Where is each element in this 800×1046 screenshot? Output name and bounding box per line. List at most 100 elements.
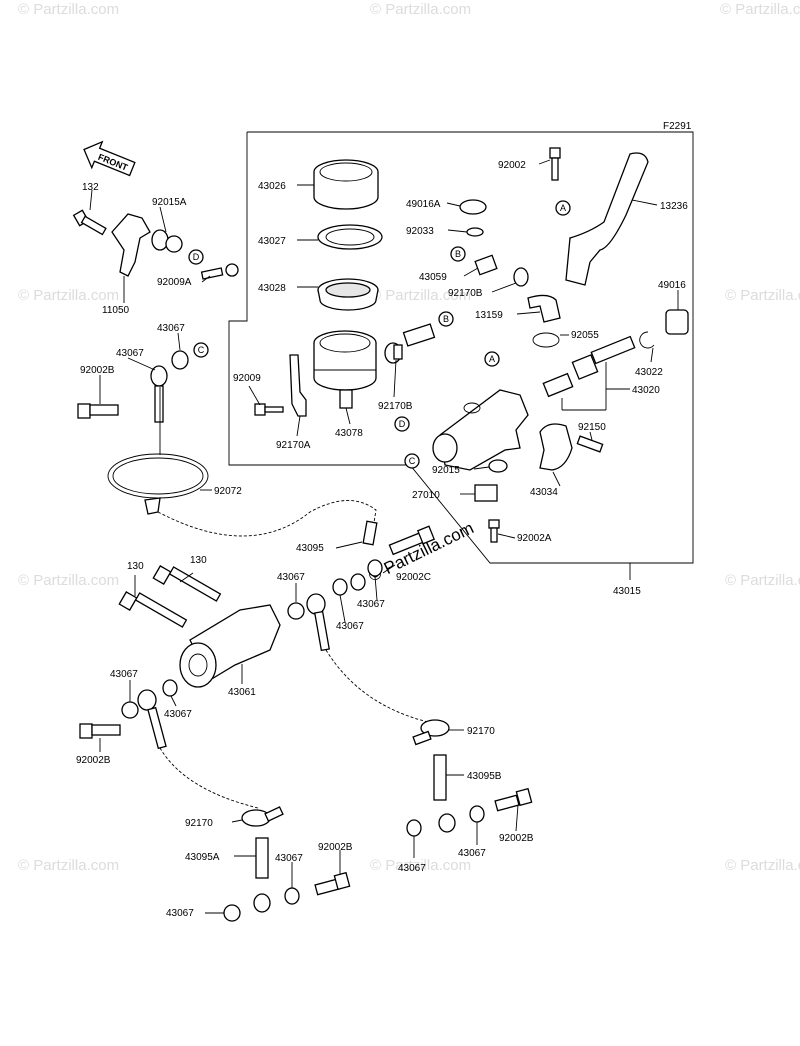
part-label: 43067 [277, 572, 305, 583]
callout-label-a: A [489, 354, 495, 364]
part-label: 43067 [458, 848, 486, 859]
watermark-text: © Partzilla.com [370, 287, 471, 304]
hose-end-43095 [362, 520, 378, 546]
part-label: 92002B [76, 755, 111, 766]
part-label: 92009A [157, 277, 192, 288]
part-label: 92002B [318, 842, 353, 853]
part-label: 130 [127, 561, 144, 572]
banjo-washers-top-left [150, 350, 189, 423]
callout-circle-b [438, 311, 454, 327]
hose-43059 [474, 254, 498, 276]
banjo-fitting [253, 893, 271, 913]
callout-circle-b [450, 246, 466, 262]
part-label: 43067 [398, 863, 426, 874]
hose [402, 323, 436, 347]
hose-fitting [314, 610, 330, 652]
part-label: 43061 [228, 687, 256, 698]
part-label: 43095 [296, 543, 324, 554]
washer [284, 887, 300, 905]
banjo-bolt-lower-right [494, 787, 533, 812]
washer [332, 578, 348, 596]
part-label: 43067 [275, 853, 303, 864]
watermark-text: © Partzilla.com [18, 572, 119, 589]
diaphragm [317, 278, 379, 311]
part-label: 132 [82, 182, 99, 193]
part-label: 43028 [258, 283, 286, 294]
part-label: 43067 [164, 709, 192, 720]
callouts: A A B B C C D D [188, 200, 571, 469]
banjo-bolt-92002B [77, 403, 119, 419]
banjo-bolt-lower-left [314, 871, 351, 896]
reservoir-plate [317, 224, 383, 250]
banjo-bolt-left-lower [79, 723, 121, 739]
callout-circle-c [193, 342, 209, 358]
reservoir-body [313, 330, 377, 409]
brake-switch [474, 484, 498, 502]
brake-lever [569, 152, 649, 263]
collar-92015A [151, 229, 183, 253]
watermark-text: © Partzilla.com [725, 572, 800, 589]
part-label: 13159 [475, 310, 503, 321]
part-label: 92002A [517, 533, 552, 544]
part-label: 92170 [185, 818, 213, 829]
part-label: 92072 [214, 486, 242, 497]
mount-bolt-132 [72, 209, 107, 236]
handlebar-clamp [539, 423, 573, 471]
part-label: 49016A [406, 199, 441, 210]
part-label: 43034 [530, 487, 558, 498]
part-label: 43067 [357, 599, 385, 610]
callout-circle-d [394, 416, 410, 432]
part-label: 43067 [157, 323, 185, 334]
callout-circle-a [555, 200, 571, 216]
callout-label-c: C [198, 345, 205, 355]
banjo-bolt-92002C [388, 525, 436, 556]
washer [367, 559, 383, 577]
hose-clamp [384, 342, 403, 364]
part-label: 43067 [110, 669, 138, 680]
part-label: 92170B [448, 288, 483, 299]
part-label: 13236 [660, 201, 688, 212]
pivot-bolt [549, 147, 561, 181]
hose-end-43095A [255, 837, 269, 879]
callout-circle-c [404, 453, 420, 469]
part-label: 92170 [467, 726, 495, 737]
cylinder-port [432, 433, 458, 463]
part-label: 43095A [185, 852, 220, 863]
washer [121, 701, 139, 719]
callout-label-c: C [409, 456, 416, 466]
master-cylinder-body [439, 389, 529, 471]
front-arrow: FRONT [83, 140, 136, 177]
ring-92033 [466, 227, 484, 237]
part-label: 92002B [80, 365, 115, 376]
brake-hose-right [325, 649, 429, 723]
part-label: 92002 [498, 160, 526, 171]
callout-circle-a [484, 351, 500, 367]
banjo-fitting [438, 813, 456, 833]
o-ring-92055 [532, 332, 560, 348]
part-label: 27010 [412, 490, 440, 501]
part-label: 43026 [258, 181, 286, 192]
cap-49016A [459, 199, 487, 215]
part-label: 92015A [152, 197, 187, 208]
bolt-92009A [200, 263, 239, 280]
callout-label-b: B [455, 249, 461, 259]
part-label: 92015 [432, 465, 460, 476]
watermarks: © Partzilla.com © Partzilla.com © Partzi… [18, 1, 800, 874]
watermark-text: © Partzilla.com [18, 287, 119, 304]
part-label: 92055 [571, 330, 599, 341]
watermark-text: © Partzilla.com [18, 1, 119, 18]
hose-end-43095B [433, 754, 447, 801]
part-label: 130 [190, 555, 207, 566]
leader-lines [89, 159, 679, 914]
part-label: 43059 [419, 272, 447, 283]
part-label: 49016 [658, 280, 686, 291]
hose-clip-92170-right [412, 719, 450, 746]
watermark-text: © Partzilla.com [370, 1, 471, 18]
hose-band-92072 [107, 453, 209, 499]
part-labels: 43026 43027 43028 92009 92170A 43078 490… [76, 160, 688, 919]
watermark-text: © Partzilla.com [720, 1, 800, 18]
part-label: 92150 [578, 422, 606, 433]
watermark-text: © Partzilla.com [725, 857, 800, 874]
piston-kit [542, 309, 689, 398]
callout-circle-d [188, 249, 204, 265]
